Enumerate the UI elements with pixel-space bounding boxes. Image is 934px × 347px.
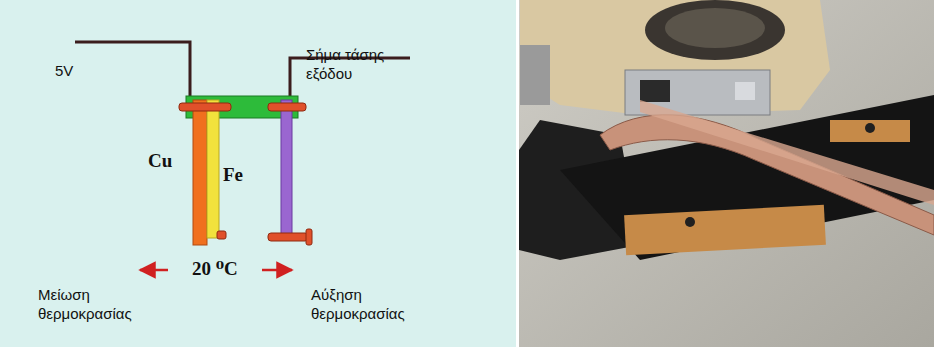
adjust-screw xyxy=(306,229,312,245)
contact-point xyxy=(217,231,226,239)
supply-wire xyxy=(75,42,190,100)
adjust-screw xyxy=(268,233,308,241)
signal-label: Σήμα τάσης εξόδου xyxy=(306,46,416,84)
arrow xyxy=(262,269,292,272)
thermostat-photo xyxy=(519,0,934,347)
temperature-label: 20 ⁰C xyxy=(192,257,238,281)
direction-label: Μείωση θερμοκρασίας xyxy=(38,286,158,324)
voltage-label: 5V xyxy=(55,62,73,81)
direction-label: Αύξηση θερμοκρασίας xyxy=(311,286,431,324)
iron-strip xyxy=(207,100,219,238)
material-label: Cu xyxy=(148,149,172,173)
arrow xyxy=(140,269,168,272)
screw xyxy=(268,103,306,111)
copper-strip xyxy=(193,100,207,245)
panel-ground xyxy=(0,0,516,347)
contact-strip xyxy=(281,100,292,240)
divider xyxy=(516,0,519,347)
material-label: Fe xyxy=(223,163,243,187)
screw xyxy=(179,103,231,111)
